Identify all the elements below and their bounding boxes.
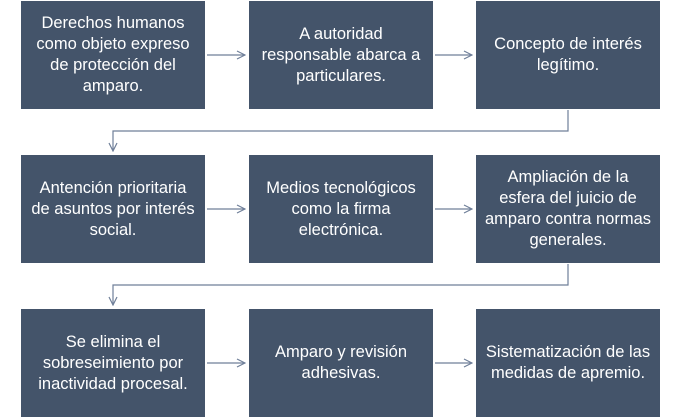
step-box-interes-legitimo: Concepto de interés legítimo.: [476, 1, 660, 109]
arrow-row2-to-row3: [113, 264, 569, 305]
step-box-medios-tecnologicos: Medios tecnológicos como la firma electr…: [249, 155, 433, 263]
step-box-normas-generales: Ampliación de la esfera del juicio de am…: [476, 155, 660, 263]
arrow-row1-to-row2: [113, 110, 569, 151]
step-box-amparo-revision: Amparo y revisión adhesivas.: [249, 309, 433, 417]
step-box-derechos-humanos: Derechos humanos como objeto expreso de …: [21, 1, 205, 109]
step-box-autoridad-responsable: A autoridad responsable abarca a particu…: [249, 1, 433, 109]
step-box-sobreseimiento: Se elimina el sobreseimiento por inactiv…: [21, 309, 205, 417]
step-box-medidas-apremio: Sistematización de las medidas de apremi…: [476, 309, 660, 417]
step-box-atencion-prioritaria: Antención prioritaria de asuntos por int…: [21, 155, 205, 263]
